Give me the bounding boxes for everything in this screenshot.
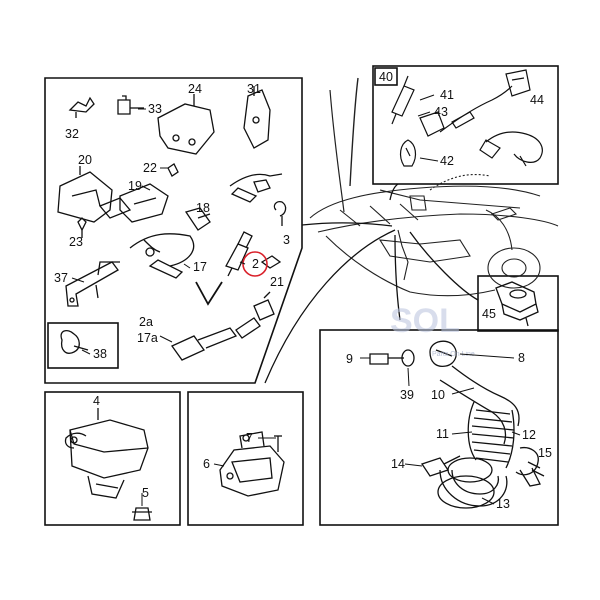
callout-41: 41 [440,88,454,102]
callout-5: 5 [142,486,149,500]
bottom-left-parts [64,408,152,521]
callout-12: 12 [522,428,536,442]
callout-15: 15 [538,446,552,460]
callout-8: 8 [518,351,525,365]
callout-6: 6 [203,457,210,471]
panel-top-right [372,65,559,185]
callout-18: 18 [196,201,210,215]
intake-parts [369,340,545,509]
callout-2: 2 [252,257,259,271]
callout-40: 40 [379,70,393,84]
callout-10: 10 [431,388,445,402]
watermark-tagline: Parts On Line [432,351,475,358]
callout-17a: 17a [137,331,158,345]
label-leaders [71,94,521,506]
callout-7: 7 [246,431,253,445]
callout-9: 9 [346,352,353,366]
callout-13: 13 [496,497,510,511]
sensor-45-part [495,281,539,327]
callout-21: 21 [270,275,284,289]
callout-38: 38 [93,347,107,361]
callout-11: 11 [436,427,449,441]
callout-4: 4 [93,394,100,408]
bottom-mid-parts [219,431,285,497]
top-left-parts [57,86,287,361]
callout-33: 33 [148,102,162,116]
panel-top-left [44,77,303,384]
callout-17: 17 [193,260,207,274]
callout-37: 37 [54,271,68,285]
inset-40-frame [374,67,398,86]
highlight-circle [242,251,268,277]
callout-44: 44 [530,93,544,107]
callout-42: 42 [440,154,454,168]
watermark: SOL Parts On Line [390,302,475,358]
callout-31: 31 [247,82,261,96]
leader-lines [95,183,479,384]
callout-39: 39 [400,388,414,402]
callout-24: 24 [188,82,202,96]
callout-3: 3 [283,233,290,247]
panel-intake [319,329,559,526]
callout-23: 23 [69,235,83,249]
callout-2a: 2a [139,315,153,329]
panel-frames [44,65,559,526]
panel-bottom-mid [187,391,304,526]
callout-14: 14 [391,457,405,471]
panel-bottom-left [44,391,181,526]
car-outline [309,77,559,297]
top-right-parts [391,69,543,167]
callout-labels: 24 31 33 32 20 22 19 18 23 3 17 2 21 37 … [54,70,552,511]
watermark-logo: SOL [390,302,460,340]
callout-22: 22 [143,161,157,175]
callout-20: 20 [78,153,92,167]
callout-19: 19 [128,179,142,193]
inset-38-frame [47,322,119,369]
callout-32: 32 [65,127,79,141]
callout-45: 45 [482,307,496,321]
callout-43: 43 [434,105,448,119]
